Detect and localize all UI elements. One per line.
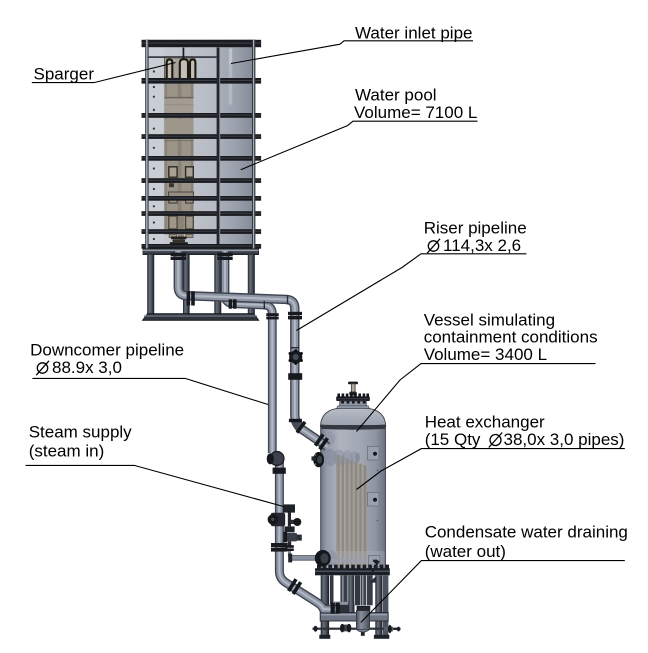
svg-text:Condensate water draining: Condensate water draining bbox=[425, 523, 628, 542]
svg-text:Sparger: Sparger bbox=[34, 65, 95, 84]
svg-text:88.9x 3,0: 88.9x 3,0 bbox=[52, 358, 122, 377]
svg-text:Heat exchanger: Heat exchanger bbox=[425, 412, 545, 431]
svg-text:114,3x 2,6: 114,3x 2,6 bbox=[443, 236, 521, 255]
svg-text:(15 Qty: (15 Qty bbox=[425, 430, 481, 449]
svg-text:Steam supply: Steam supply bbox=[29, 422, 132, 441]
svg-text:(steam in): (steam in) bbox=[29, 442, 105, 461]
svg-text:(water out): (water out) bbox=[425, 542, 506, 561]
svg-text:Downcomer pipeline: Downcomer pipeline bbox=[30, 340, 184, 359]
svg-text:Water pool: Water pool bbox=[355, 85, 437, 104]
svg-text:Water inlet pipe: Water inlet pipe bbox=[355, 24, 472, 43]
svg-text:Vessel simulating: Vessel simulating bbox=[424, 310, 555, 329]
svg-text:38,0x 3,0 pipes): 38,0x 3,0 pipes) bbox=[504, 430, 625, 449]
svg-text:Volume= 7100 L: Volume= 7100 L bbox=[354, 103, 477, 122]
svg-text:containment conditions: containment conditions bbox=[424, 328, 598, 347]
svg-text:Riser pipeline: Riser pipeline bbox=[424, 218, 527, 237]
svg-text:Volume= 3400 L: Volume= 3400 L bbox=[424, 345, 547, 364]
